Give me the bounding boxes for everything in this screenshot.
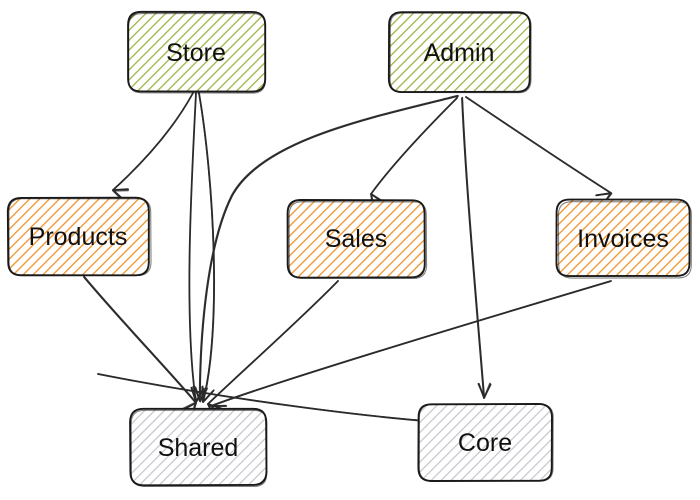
node-invoices-label: Invoices [577, 225, 669, 253]
node-products-label: Products [29, 223, 128, 251]
node-admin[interactable]: Admin [387, 11, 532, 94]
node-store-label: Store [166, 39, 226, 67]
node-sales-label: Sales [325, 225, 388, 253]
node-products[interactable]: Products [6, 196, 152, 277]
edge-admin-to-shared [193, 94, 459, 403]
edge-store-to-shared [188, 92, 206, 404]
node-products-outline-wobble [8, 198, 152, 277]
node-shared[interactable]: Shared [129, 407, 268, 488]
node-admin-label: Admin [424, 39, 495, 67]
edge-admin-to-invoices [465, 96, 613, 207]
node-sales[interactable]: Sales [286, 199, 428, 280]
node-store-outline-wobble [128, 12, 266, 94]
node-shared-label: Shared [158, 434, 239, 462]
node-admin-outline-wobble [389, 12, 532, 94]
node-store[interactable]: Store [127, 10, 267, 94]
edge-layer [83, 92, 613, 427]
edge-products-to-shared [83, 275, 197, 419]
node-sales-shape[interactable] [286, 199, 426, 279]
node-core-outline-wobble [418, 403, 554, 482]
edge-admin-to-core [461, 96, 492, 399]
node-shared-outline-wobble [130, 409, 268, 488]
node-core-label: Core [458, 429, 512, 457]
node-invoices-outline-wobble [557, 201, 692, 279]
node-store-shape[interactable] [127, 10, 267, 93]
edge-invoices-to-shared [210, 280, 612, 418]
node-core[interactable]: Core [417, 403, 554, 482]
node-invoices[interactable]: Invoices [555, 198, 692, 279]
edge-store-to-products [112, 92, 194, 203]
node-sales-outline-wobble [288, 201, 428, 280]
